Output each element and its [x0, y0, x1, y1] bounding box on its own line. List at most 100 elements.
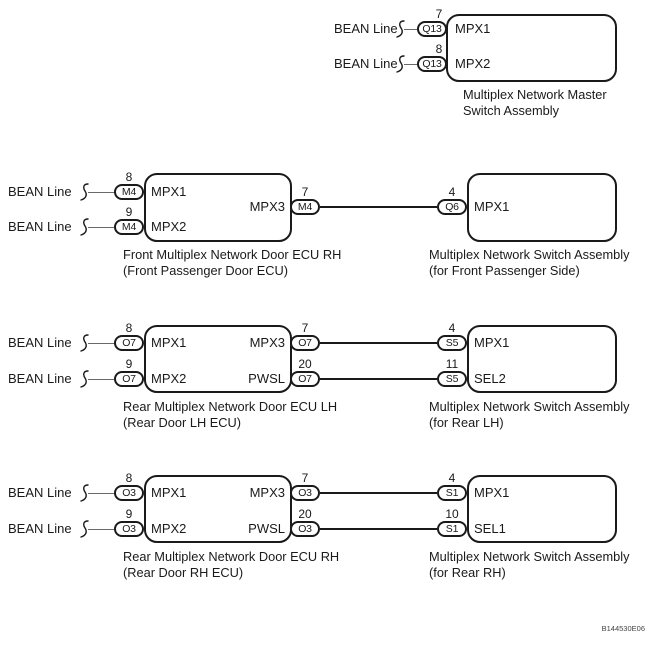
- pin-number: 8: [435, 42, 443, 56]
- signal-label: MPX1: [474, 485, 510, 500]
- bean-wire: [88, 378, 114, 380]
- connector-oval: M4: [114, 184, 144, 200]
- bean-wire: [88, 226, 114, 228]
- bean-wire: [88, 191, 114, 193]
- signal-label: MPX2: [151, 521, 187, 536]
- bean-line-label: BEAN Line: [334, 56, 398, 71]
- bean-line-label: BEAN Line: [8, 521, 72, 536]
- connector-oval: O7: [114, 371, 144, 387]
- connector-oval: Q6: [437, 199, 467, 215]
- bean-line-label: BEAN Line: [8, 335, 72, 350]
- ecu-box: [144, 173, 292, 242]
- caption-line: Multiplex Network Switch Assembly: [429, 399, 630, 414]
- bean-wire: [88, 528, 114, 530]
- connector-oval: S1: [437, 521, 467, 537]
- box-caption: Multiplex Network Switch Assembly (for R…: [429, 399, 630, 430]
- signal-label: MPX2: [455, 56, 491, 71]
- bean-wire: [88, 342, 114, 344]
- pin-number: 20: [298, 507, 312, 521]
- wire-break-icon: [80, 183, 89, 201]
- connector-oval: Q13: [417, 56, 447, 72]
- box-caption: Rear Multiplex Network Door ECU RH (Rear…: [123, 549, 339, 580]
- caption-line: (Front Passenger Door ECU): [123, 262, 288, 278]
- link-wire: [320, 341, 437, 345]
- connector-oval: O7: [290, 371, 320, 387]
- signal-label: MPX3: [249, 485, 285, 500]
- box-caption: Multiplex Network Switch Assembly (for F…: [429, 247, 630, 278]
- signal-label: SEL1: [474, 521, 506, 536]
- wire-break-icon: [396, 55, 405, 73]
- signal-label: MPX1: [474, 199, 510, 214]
- pin-number: 10: [445, 507, 459, 521]
- signal-label: SEL2: [474, 371, 506, 386]
- bean-wire: [88, 492, 114, 494]
- signal-label: MPX1: [455, 21, 491, 36]
- pin-number: 9: [125, 507, 133, 521]
- pin-number: 8: [125, 321, 133, 335]
- bean-line-label: BEAN Line: [8, 219, 72, 234]
- switch-box: [467, 475, 617, 543]
- caption-line: (Rear Door RH ECU): [123, 564, 244, 580]
- caption-line: Multiplex Network Switch Assembly: [429, 549, 630, 564]
- connector-oval: O3: [290, 485, 320, 501]
- signal-label: PWSL: [248, 521, 285, 536]
- caption-line: Switch Assembly: [463, 102, 560, 118]
- pin-number: 9: [125, 357, 133, 371]
- pin-number: 4: [448, 471, 456, 485]
- signal-label: MPX2: [151, 371, 187, 386]
- signal-label: MPX2: [151, 219, 187, 234]
- link-wire: [320, 491, 437, 495]
- caption-line: Front Multiplex Network Door ECU RH: [123, 247, 342, 262]
- wire-break-icon: [80, 334, 89, 352]
- wire-break-icon: [80, 370, 89, 388]
- caption-line: (for Rear LH): [429, 414, 504, 430]
- bean-line-label: BEAN Line: [8, 184, 72, 199]
- wire-break-icon: [80, 218, 89, 236]
- signal-label: MPX1: [151, 485, 187, 500]
- signal-label: MPX3: [249, 199, 285, 214]
- connector-oval: M4: [114, 219, 144, 235]
- pin-number: 9: [125, 205, 133, 219]
- box-caption: Rear Multiplex Network Door ECU LH (Rear…: [123, 399, 337, 430]
- signal-label: PWSL: [248, 371, 285, 386]
- signal-label: MPX1: [151, 335, 187, 350]
- connector-oval: O7: [114, 335, 144, 351]
- switch-box: [467, 173, 617, 242]
- bean-line-label: BEAN Line: [334, 21, 398, 36]
- pin-number: 4: [448, 321, 456, 335]
- box-caption: Front Multiplex Network Door ECU RH (Fro…: [123, 247, 341, 278]
- pin-number: 4: [448, 185, 456, 199]
- caption-line: (for Rear RH): [429, 564, 506, 580]
- connector-oval: O3: [114, 521, 144, 537]
- wire-break-icon: [80, 520, 89, 538]
- signal-label: MPX1: [151, 184, 187, 199]
- ecu-box: [144, 475, 292, 543]
- caption-line: (Rear Door LH ECU): [123, 414, 242, 430]
- pin-number: 8: [125, 170, 133, 184]
- connector-oval: O3: [114, 485, 144, 501]
- connector-oval: O7: [290, 335, 320, 351]
- ecu-box: [144, 325, 292, 393]
- caption-line: Multiplex Network Master: [463, 87, 607, 102]
- link-wire: [320, 205, 437, 209]
- pin-number: 20: [298, 357, 312, 371]
- pin-number: 7: [301, 471, 309, 485]
- caption-line: Rear Multiplex Network Door ECU RH: [123, 549, 340, 564]
- link-wire: [320, 527, 437, 531]
- bean-wire: [404, 28, 417, 30]
- connector-oval: S1: [437, 485, 467, 501]
- connector-oval: S5: [437, 335, 467, 351]
- connector-oval: Q13: [417, 21, 447, 37]
- pin-number: 7: [301, 185, 309, 199]
- link-wire: [320, 377, 437, 381]
- box-caption: Multiplex Network Master Switch Assembly: [463, 87, 607, 118]
- caption-line: Multiplex Network Switch Assembly: [429, 247, 630, 262]
- bean-line-label: BEAN Line: [8, 371, 72, 386]
- bean-wire: [404, 63, 417, 65]
- pin-number: 7: [301, 321, 309, 335]
- signal-label: MPX3: [249, 335, 285, 350]
- caption-line: (for Front Passenger Side): [429, 262, 580, 278]
- connector-oval: M4: [290, 199, 320, 215]
- pin-number: 7: [435, 7, 443, 21]
